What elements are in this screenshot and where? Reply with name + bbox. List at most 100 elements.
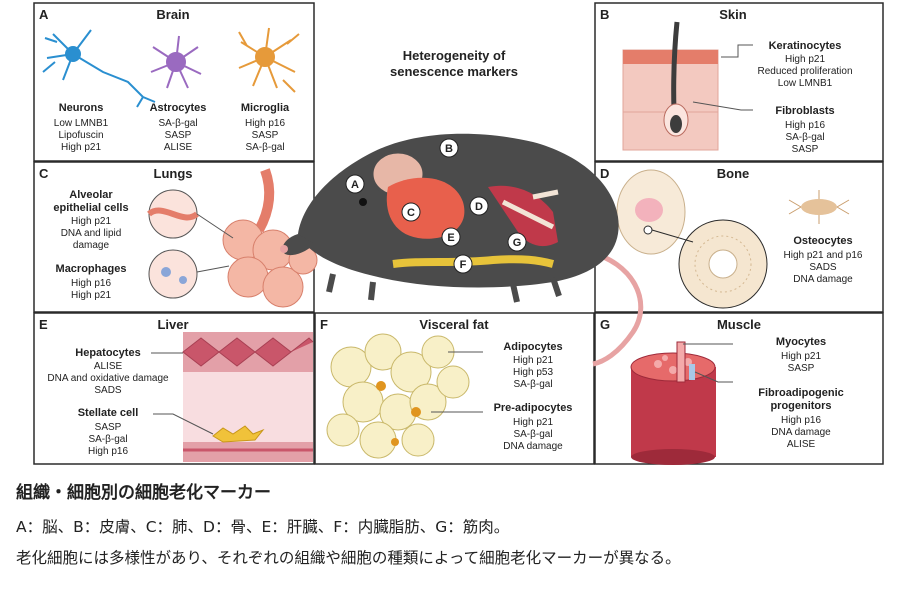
marker: ALISE [787, 439, 816, 450]
marker: ALISE [94, 361, 123, 372]
panel-brain: A Brain Neurons Low LMNB1 Lipofuscin Hig… [33, 2, 315, 162]
cell-neurons: Neurons [59, 102, 104, 114]
svg-text:G: G [513, 237, 522, 249]
panel-letter-a: A [39, 7, 49, 22]
marker: SASP [788, 363, 815, 374]
caption-summary: 老化細胞には多様性があり、それぞれの組織や細胞の種類によって細胞老化マーカーが異… [16, 549, 681, 567]
astrocyte-illustration [150, 35, 202, 89]
marker: SA-β-gal [88, 434, 127, 445]
mouse-marker-c: C [401, 202, 421, 222]
marker: SASP [95, 422, 122, 433]
muscle-illustration [630, 341, 716, 465]
marker: ALISE [164, 142, 193, 153]
center-title-1: Heterogeneity of [403, 48, 506, 63]
panel-letter-e: E [39, 317, 48, 332]
cell-fibroadipogenic: Fibroadipogenic [758, 387, 844, 399]
panel-title-brain: Brain [156, 7, 189, 22]
mouse-marker-g: G [507, 232, 527, 252]
cell-hepatocytes: Hepatocytes [75, 347, 140, 359]
panel-letter-c: C [39, 166, 49, 181]
caption-legend: A：脳、B：皮膚、C：肺、D：骨、E：肝臓、F：内臓脂肪、G：筋肉。 [16, 518, 510, 536]
liver-illustration [182, 332, 314, 462]
marker: High p53 [513, 367, 553, 378]
panel-letter-d: D [600, 166, 609, 181]
panel-letter-g: G [600, 317, 610, 332]
skin-illustration [622, 21, 719, 151]
cell-myocytes: Myocytes [776, 336, 826, 348]
senescence-figure: A Brain Neurons Low LMNB1 Lipofuscin Hig… [33, 2, 884, 465]
svg-text:C: C [407, 207, 415, 219]
marker: DNA and lipid [61, 228, 122, 239]
cell-alveolar-epithelial: Alveolar [69, 189, 113, 201]
panel-title-lungs: Lungs [154, 166, 193, 181]
center-title-2: senescence markers [390, 64, 518, 79]
marker: SASP [165, 130, 192, 141]
marker: High p16 [88, 446, 128, 457]
mouse-marker-d: D [469, 196, 489, 216]
marker: Low LMNB1 [54, 118, 109, 129]
panel-lungs: C Lungs Alveolar epithelial cells High p… [33, 161, 318, 313]
cell-fibroblasts: Fibroblasts [775, 105, 834, 117]
marker: DNA damage [793, 274, 853, 285]
marker: DNA and oxidative damage [47, 373, 169, 384]
marker: Reduced proliferation [757, 66, 852, 77]
bone-illustration [616, 169, 850, 309]
lungs-illustration [147, 168, 318, 308]
marker: SA-β-gal [245, 142, 284, 153]
panel-title-liver: Liver [157, 317, 188, 332]
marker: High p21 and p16 [784, 250, 863, 261]
cell-keratinocytes: Keratinocytes [769, 40, 842, 52]
svg-text:F: F [460, 259, 467, 271]
marker: SADS [94, 385, 122, 396]
svg-text:D: D [475, 201, 483, 213]
panel-fat: F Visceral fat Adipocytes High p21 High … [314, 312, 595, 465]
panel-title-muscle: Muscle [717, 317, 761, 332]
marker: Lipofuscin [58, 130, 103, 141]
cell-adipocytes: Adipocytes [503, 341, 562, 353]
mouse-marker-a: A [345, 174, 365, 194]
marker: SA-β-gal [785, 132, 824, 143]
panel-title-skin: Skin [719, 7, 747, 22]
caption-title: 組織・細胞別の細胞老化マーカー [16, 483, 271, 503]
panel-letter-f: F [320, 317, 328, 332]
panel-letter-b: B [600, 7, 609, 22]
marker: Low LMNB1 [778, 78, 833, 89]
figure-caption: 組織・細胞別の細胞老化マーカー A：脳、B：皮膚、C：肺、D：骨、E：肝臓、F：… [16, 478, 916, 577]
marker: High p16 [785, 120, 825, 131]
mouse-illustration [280, 133, 644, 367]
marker: High p16 [245, 118, 285, 129]
marker: High p16 [781, 415, 821, 426]
panel-title-bone: Bone [717, 166, 750, 181]
cell-macrophages: Macrophages [56, 263, 127, 275]
marker: SASP [792, 144, 819, 155]
cell-microglia: Microglia [241, 102, 290, 114]
marker: SADS [809, 262, 837, 273]
svg-text:A: A [351, 179, 359, 191]
marker: SA-β-gal [513, 379, 552, 390]
panel-liver: E Liver Hepatocytes ALISE DNA and oxidat… [33, 312, 315, 465]
marker: High p21 [71, 216, 111, 227]
marker: SASP [252, 130, 279, 141]
panel-muscle: G Muscle Myocytes High p21 SASP Fibroadi… [594, 312, 884, 465]
center-panel: Heterogeneity of senescence markers A B [280, 48, 644, 367]
cell-fibroadipogenic-2: progenitors [770, 400, 831, 412]
marker: High p21 [785, 54, 825, 65]
cell-osteocytes: Osteocytes [793, 235, 852, 247]
cell-alveolar-epithelial-2: epithelial cells [53, 202, 128, 214]
marker: High p16 [71, 278, 111, 289]
fat-illustration [326, 333, 470, 459]
marker: SA-β-gal [513, 429, 552, 440]
microglia-illustration [238, 27, 300, 93]
mouse-marker-f: F [453, 254, 473, 274]
mouse-marker-e: E [441, 227, 461, 247]
neuron-illustration [42, 29, 156, 108]
panel-bone: D Bone Osteocytes High p21 and p16 SADS … [594, 161, 884, 313]
marker: High p21 [71, 290, 111, 301]
panel-title-fat: Visceral fat [419, 317, 489, 332]
mouse-marker-b: B [439, 138, 459, 158]
marker: DNA damage [771, 427, 831, 438]
marker: SA-β-gal [158, 118, 197, 129]
cell-astrocytes: Astrocytes [150, 102, 207, 114]
cell-stellate: Stellate cell [78, 407, 139, 419]
marker: High p21 [781, 351, 821, 362]
